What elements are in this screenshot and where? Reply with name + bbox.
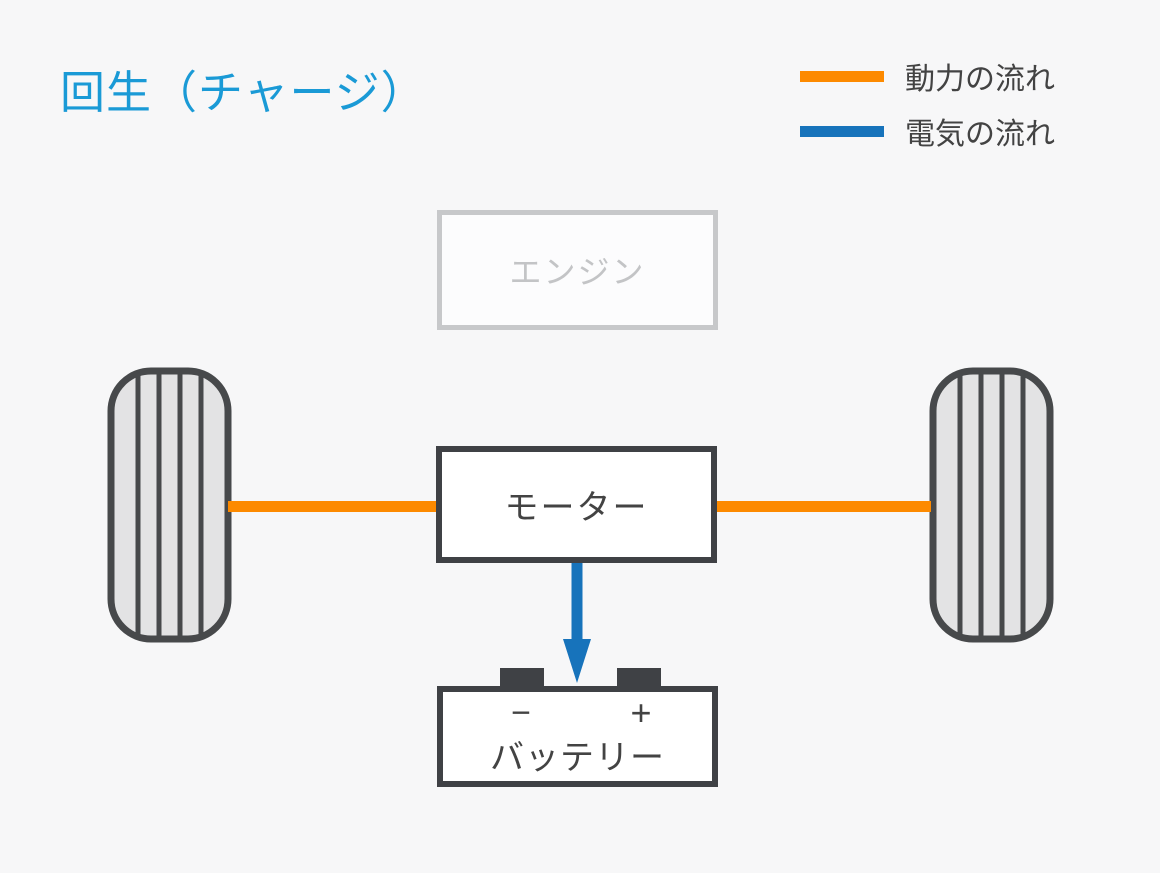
right-axle-power-line: [717, 501, 931, 512]
legend-item-electric-flow: 電気の流れ: [800, 111, 1055, 151]
legend-label-power-flow: 動力の流れ: [905, 63, 1055, 96]
legend: 動力の流れ 電気の流れ: [800, 56, 1055, 151]
right-tire-icon: [929, 367, 1054, 643]
legend-item-power-flow: 動力の流れ: [800, 56, 1055, 96]
battery-label: バッテリー: [490, 739, 665, 777]
battery-plus-sign: +: [630, 692, 652, 733]
engine-label: エンジン: [509, 254, 646, 290]
battery-box: − + バッテリー: [437, 686, 718, 787]
right-tire-tread: [957, 371, 1026, 639]
motor-label: モーター: [504, 489, 649, 527]
electric-flow-line-icon: [800, 125, 884, 137]
motor-box: モーター: [436, 446, 717, 563]
engine-box: エンジン: [437, 210, 718, 330]
battery-minus-sign: −: [511, 694, 531, 732]
page-title: 回生（チャージ）: [60, 67, 427, 118]
left-tire-tread: [135, 371, 204, 639]
electric-flow-arrow-icon: [563, 563, 591, 683]
left-axle-power-line: [228, 501, 437, 512]
left-tire-icon: [107, 367, 232, 643]
battery-positive-terminal: [617, 668, 661, 690]
power-flow-line-icon: [800, 70, 884, 82]
battery-negative-terminal: [500, 668, 544, 690]
legend-label-electric-flow: 電気の流れ: [905, 118, 1055, 151]
